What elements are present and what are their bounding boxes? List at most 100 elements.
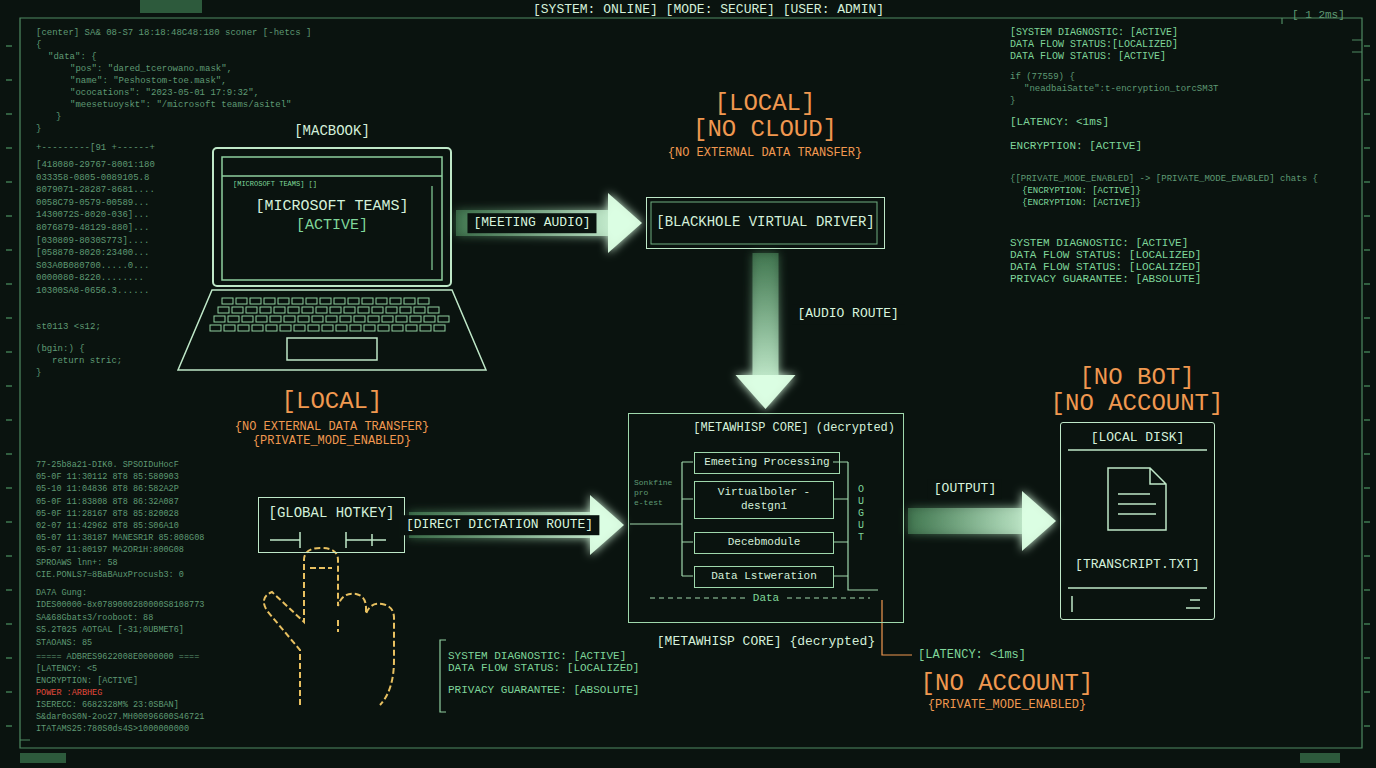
key (334, 298, 345, 304)
annotation-text: 05-07 11:38187 MANESR1R 85:808G08 (36, 533, 204, 543)
annotation-text: CIE.PONLS7=8BaBAuxProcusb3: 0 (36, 570, 184, 580)
key (364, 325, 375, 331)
screen-scrollbar (431, 186, 433, 270)
arrow-head (736, 375, 796, 409)
trackpad (287, 338, 377, 360)
key (418, 298, 429, 304)
annotation-text: DATA FLOW STATUS:[LOCALIZED] (1010, 39, 1178, 51)
annotation-text: S03A0B080700.....0... (36, 261, 149, 272)
annotation-text: [058870-8020:23400... (36, 248, 149, 259)
node-text: [LOCAL DISK] (1091, 430, 1185, 446)
key (280, 325, 291, 331)
annotation-text: 033358-0805-0089105.8 (36, 173, 149, 184)
key (392, 325, 403, 331)
edge-tick (6, 351, 1370, 353)
annotation-text: 05-10 11:04836 8T8 86:582A2P (36, 484, 179, 494)
key (390, 298, 401, 304)
annotation-text: [LATENCY: <5 (36, 664, 97, 674)
annotation-text: {ENCRYPTION: [ACTIVE]} (1022, 186, 1141, 197)
annotation-text: DATA FLOW STATUS: [LOCALIZED] (1010, 249, 1201, 262)
annotation-text: Sonkfine (634, 478, 672, 488)
annotation-text: 0058C79-0579-00589... (36, 198, 149, 209)
annotation-text: +---------[91 +------+ (36, 143, 155, 154)
module-box: Decebmodule (694, 532, 834, 554)
annotation-text: [SYSTEM DIAGNOSTIC: [ACTIVE] (1010, 27, 1178, 39)
annotation-text: st0113 <s12; (36, 322, 101, 333)
node-text: Virtualboler - destgn1 (701, 486, 827, 514)
annotation-text: {PRIVATE_MODE_ENABLED} (253, 434, 411, 448)
annotation-text: DATA FLOW STATUS: [LOCALIZED] (1010, 261, 1201, 274)
key (344, 307, 355, 313)
key (232, 307, 243, 313)
edge-tick (6, 555, 1370, 557)
edge-tick (6, 453, 1370, 455)
node-text: Data Lstweration (711, 570, 817, 584)
annotation-text: 05-0F 11:30112 8T8 85:580903 (36, 472, 179, 482)
annotation-text: pro (634, 488, 648, 498)
arrow-head (608, 193, 642, 253)
annotation-text: 05-0F 11:83808 8T8 86:32A087 (36, 497, 179, 507)
annotation-text: [LATENCY: <1ms] (918, 648, 1026, 662)
key (410, 316, 421, 322)
annotation-text: SA&68Gbats3/rooboot: 88 (36, 613, 153, 623)
annotation-text: 1430072S-8020-036]... (36, 210, 149, 221)
core-input-spine (630, 462, 693, 576)
key (438, 316, 449, 322)
key (358, 307, 369, 313)
key (348, 298, 359, 304)
annotation-text: "data": { (48, 52, 97, 63)
key (256, 316, 267, 322)
annotation-text: ISERECC: 6682328M% 23:0SBAN] (36, 700, 179, 710)
key (330, 307, 341, 313)
annotation-text: DATA FLOW STATUS: [LOCALIZED] (448, 662, 639, 675)
edge-tick (6, 419, 1370, 421)
key (302, 307, 313, 313)
screen-bezel (222, 157, 442, 280)
key (298, 316, 309, 322)
edge-tick (6, 725, 1370, 727)
key (218, 307, 229, 313)
key (284, 316, 295, 322)
annotation-text: {[PRIVATE_MODE_ENABLED] -> [PRIVATE_MODE… (1010, 174, 1318, 185)
edge-tick (6, 691, 1370, 693)
status-bar-block (1300, 753, 1340, 763)
flow-arrow (908, 491, 1056, 551)
annotation-text: if (77559) { (1010, 72, 1075, 83)
disk-top-rule (1068, 449, 1207, 451)
arrow-body (456, 210, 608, 236)
edge-label: [MEETING AUDIO] (467, 213, 596, 233)
key (238, 325, 249, 331)
key (368, 316, 379, 322)
key (424, 316, 435, 322)
annotation-text: IDES00000-8x0789000280000S8108773 (36, 600, 204, 610)
annotation-text: 0000080-8220........ (36, 273, 144, 284)
key (354, 316, 365, 322)
arrow-body (908, 508, 1022, 534)
annotation-text: "ococations": "2023-05-01 17:9:32", (70, 88, 259, 99)
key (236, 298, 247, 304)
key (222, 298, 233, 304)
annotation-text: "name": "Peshostom-toe.mask", (70, 76, 227, 87)
key (306, 298, 317, 304)
annotation-text: [NO CLOUD] (693, 118, 837, 142)
key (322, 325, 333, 331)
annotation-text: 8076879-48129-880]... (36, 223, 149, 234)
key (406, 325, 417, 331)
core-output-spine (833, 462, 878, 590)
key (214, 316, 225, 322)
annotation-text: ENCRYPTION: [ACTIVE] (36, 676, 138, 686)
key (250, 298, 261, 304)
annotation-text: {PRIVATE_MODE_ENABLED} (928, 698, 1086, 712)
key (404, 298, 415, 304)
annotation-text: } (56, 112, 61, 123)
annotation-text: } (36, 124, 41, 135)
disk-bottom-marks (1068, 588, 1207, 612)
node-text: Decebmodule (728, 536, 801, 550)
key (382, 316, 393, 322)
annotation-text: "pos": "dared_tcerowano.mask", (70, 64, 232, 75)
key (428, 307, 439, 313)
annotation-text: ===== ADBRES9622008E0000000 ==== (36, 652, 199, 662)
annotation-text: [LOCAL] (715, 92, 816, 116)
key (362, 298, 373, 304)
annotation-text: [MICROSOFT TEAMS] [] (233, 180, 317, 188)
